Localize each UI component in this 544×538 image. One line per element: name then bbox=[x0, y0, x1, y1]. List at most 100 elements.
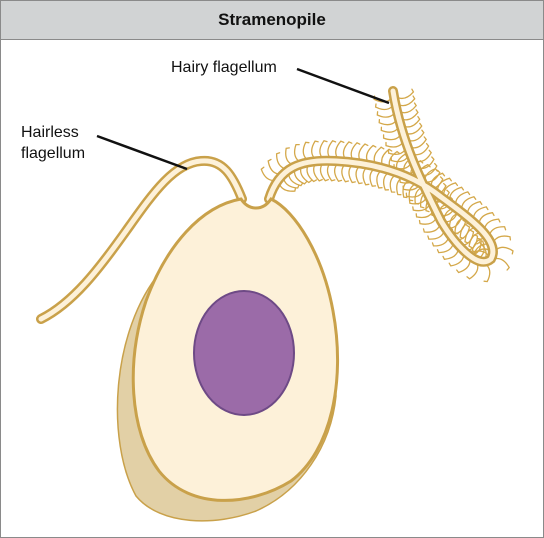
mastigoneme-hair bbox=[369, 169, 377, 187]
mastigoneme-hair bbox=[376, 171, 383, 189]
mastigoneme-hair bbox=[302, 141, 310, 160]
mastigoneme-hair bbox=[463, 229, 475, 246]
mastigoneme-hair bbox=[431, 238, 449, 247]
mastigoneme-hair bbox=[409, 129, 425, 142]
mastigoneme-hair bbox=[382, 173, 390, 191]
mastigoneme-hair bbox=[419, 156, 435, 170]
mastigoneme-hair bbox=[306, 165, 318, 183]
mastigoneme-hair bbox=[382, 134, 401, 141]
mastigoneme-hair bbox=[496, 246, 514, 255]
mastigoneme-hair bbox=[415, 211, 433, 219]
mastigoneme-hair bbox=[319, 139, 328, 158]
mastigoneme-hair bbox=[378, 118, 397, 126]
mastigoneme-hair bbox=[283, 178, 300, 189]
mastigoneme-hair bbox=[414, 142, 430, 156]
hairy-flagellum-leader-line bbox=[296, 67, 390, 105]
mastigoneme-hair bbox=[473, 237, 482, 255]
mastigoneme-hair bbox=[288, 174, 304, 187]
mastigoneme-hair bbox=[427, 231, 445, 240]
mastigoneme-hair bbox=[408, 198, 427, 205]
mastigoneme-hair bbox=[385, 141, 403, 148]
mastigoneme-hair bbox=[442, 249, 459, 260]
mastigoneme-hair bbox=[489, 226, 507, 235]
mastigoneme-hair bbox=[448, 255, 465, 267]
hairless-flagellum-leader-line bbox=[96, 134, 188, 171]
mastigoneme-hair bbox=[436, 244, 454, 254]
mastigoneme-hair bbox=[373, 146, 385, 163]
mastigoneme-hair bbox=[327, 140, 337, 158]
mastigoneme-hair bbox=[493, 235, 512, 242]
mastigoneme-hair bbox=[483, 264, 491, 283]
mastigoneme-hair bbox=[484, 218, 501, 229]
mastigoneme-hair bbox=[422, 225, 441, 233]
title-bar: Stramenopile bbox=[1, 1, 543, 40]
mastigoneme-hair bbox=[405, 191, 424, 198]
mastigoneme-hair bbox=[458, 224, 471, 241]
mastigoneme-hair bbox=[373, 95, 392, 103]
mastigoneme-hair bbox=[335, 140, 345, 158]
mastigoneme-hair bbox=[411, 136, 427, 149]
mastigoneme-hair bbox=[279, 184, 297, 192]
mastigoneme-hair bbox=[311, 140, 319, 159]
nucleus bbox=[193, 290, 295, 416]
mastigoneme-hair bbox=[397, 88, 415, 100]
mastigoneme-hair bbox=[406, 122, 423, 135]
mastigoneme-hair bbox=[467, 200, 483, 213]
mastigoneme-hair bbox=[402, 109, 419, 121]
mastigoneme-hair bbox=[267, 158, 279, 175]
mastigoneme-hair bbox=[319, 164, 329, 182]
mastigoneme-hair bbox=[408, 183, 415, 202]
mastigoneme-hair bbox=[399, 95, 416, 107]
mastigoneme-hair bbox=[376, 111, 395, 118]
mastigoneme-hair bbox=[348, 165, 356, 184]
mastigoneme-hair bbox=[390, 156, 408, 163]
mastigoneme-hair bbox=[389, 175, 396, 193]
mastigoneme-hair bbox=[381, 148, 393, 165]
mastigoneme-hair bbox=[478, 211, 495, 223]
mastigoneme-hair bbox=[380, 126, 399, 133]
mastigoneme-hair bbox=[416, 149, 432, 163]
mastigoneme-hair bbox=[476, 241, 487, 259]
mastigoneme-hair bbox=[479, 240, 485, 258]
mastigoneme-hair bbox=[313, 164, 323, 182]
hairy-flagellum bbox=[264, 86, 498, 267]
mastigoneme-hair bbox=[293, 170, 308, 185]
hairless-flagellum-label-line2: flagellum bbox=[21, 145, 86, 162]
mastigoneme-hair bbox=[350, 142, 361, 160]
mastigoneme-hair bbox=[461, 195, 477, 209]
mastigoneme-hair bbox=[365, 144, 377, 162]
mastigoneme-hair bbox=[362, 167, 370, 186]
mastigoneme-hair bbox=[387, 149, 406, 156]
mastigoneme-hair bbox=[374, 103, 393, 111]
mastigoneme-hair bbox=[341, 164, 350, 183]
mastigoneme-hair bbox=[466, 264, 479, 280]
mastigoneme-hair bbox=[326, 164, 336, 182]
hairless-flagellum bbox=[36, 155, 247, 324]
diagram-title: Stramenopile bbox=[218, 10, 326, 29]
mastigoneme-hair bbox=[456, 260, 471, 274]
mastigoneme-hair bbox=[430, 172, 446, 186]
mastigoneme-hair bbox=[468, 234, 479, 251]
mastigoneme-hair bbox=[412, 205, 430, 212]
mastigoneme-hair bbox=[400, 102, 418, 114]
mastigoneme-hair bbox=[275, 152, 285, 170]
mastigoneme-hair bbox=[494, 257, 510, 271]
mastigoneme-hair bbox=[355, 166, 363, 185]
mastigoneme-hair bbox=[260, 166, 274, 182]
mastigoneme-hair bbox=[333, 164, 343, 182]
mastigoneme-hair bbox=[449, 186, 465, 200]
hairless-flagellum-label-line1: Hairless bbox=[21, 124, 79, 141]
mastigoneme-hair bbox=[358, 143, 369, 161]
mastigoneme-hair bbox=[455, 191, 471, 204]
mastigoneme-hair bbox=[472, 206, 489, 218]
mastigoneme-hair bbox=[404, 115, 421, 128]
mastigoneme-hair bbox=[299, 167, 312, 184]
hairy-flagellum-label: Hairy flagellum bbox=[171, 59, 277, 76]
mastigoneme-hair bbox=[342, 141, 353, 159]
mastigoneme-hair bbox=[422, 162, 438, 176]
mastigoneme-hair bbox=[285, 147, 292, 165]
mastigoneme-hair bbox=[418, 218, 437, 225]
mastigoneme-hair bbox=[293, 143, 300, 162]
